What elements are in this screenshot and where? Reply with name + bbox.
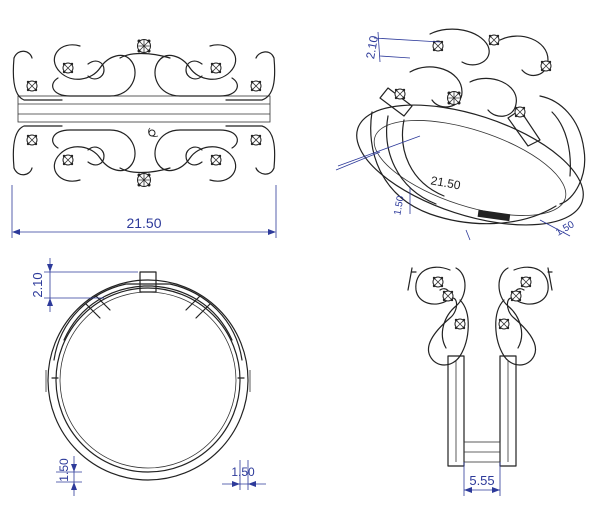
gem-icon [394, 88, 406, 100]
dimension-side: 1.50 [554, 219, 577, 238]
gem-icon [137, 173, 151, 187]
dimension-front-right: 1.50 [231, 465, 255, 479]
gem-icon [488, 34, 500, 46]
gem-icon [432, 40, 444, 52]
inner-stamp: 21.50 [430, 173, 462, 192]
gem-icon [432, 276, 444, 288]
dimension-width: 21.50 [126, 215, 161, 231]
dimension-front-height: 2.10 [30, 272, 45, 297]
dimension-thickness: 1.50 [392, 195, 406, 217]
gem-icon [62, 62, 74, 74]
gem-icon [454, 318, 466, 330]
top-view: 21.50 [11, 39, 277, 238]
side-view: 5.55 [407, 266, 553, 496]
isometric-view: 21.50 2.10 1.50 1.50 [335, 28, 586, 241]
gem-icon [250, 134, 262, 146]
gem-icon [514, 106, 526, 118]
gem-icon [510, 290, 522, 302]
gem-icon [540, 60, 552, 72]
gem-icon [210, 62, 222, 74]
dimension-height: 2.10 [363, 34, 381, 60]
dimension-side-width: 5.55 [469, 473, 494, 488]
gem-icon [498, 318, 510, 330]
gem-icon [26, 80, 38, 92]
gem-icon [250, 80, 262, 92]
gem-icon [137, 39, 151, 53]
front-view: 2.10 1.50 1.50 [30, 258, 266, 496]
gem-icon [62, 154, 74, 166]
dimension-front-left: 1.50 [57, 458, 71, 482]
gem-icon [442, 290, 454, 302]
gem-icon [520, 276, 532, 288]
gem-icon [26, 134, 38, 146]
gem-icon [447, 91, 461, 105]
gem-icon [210, 154, 222, 166]
